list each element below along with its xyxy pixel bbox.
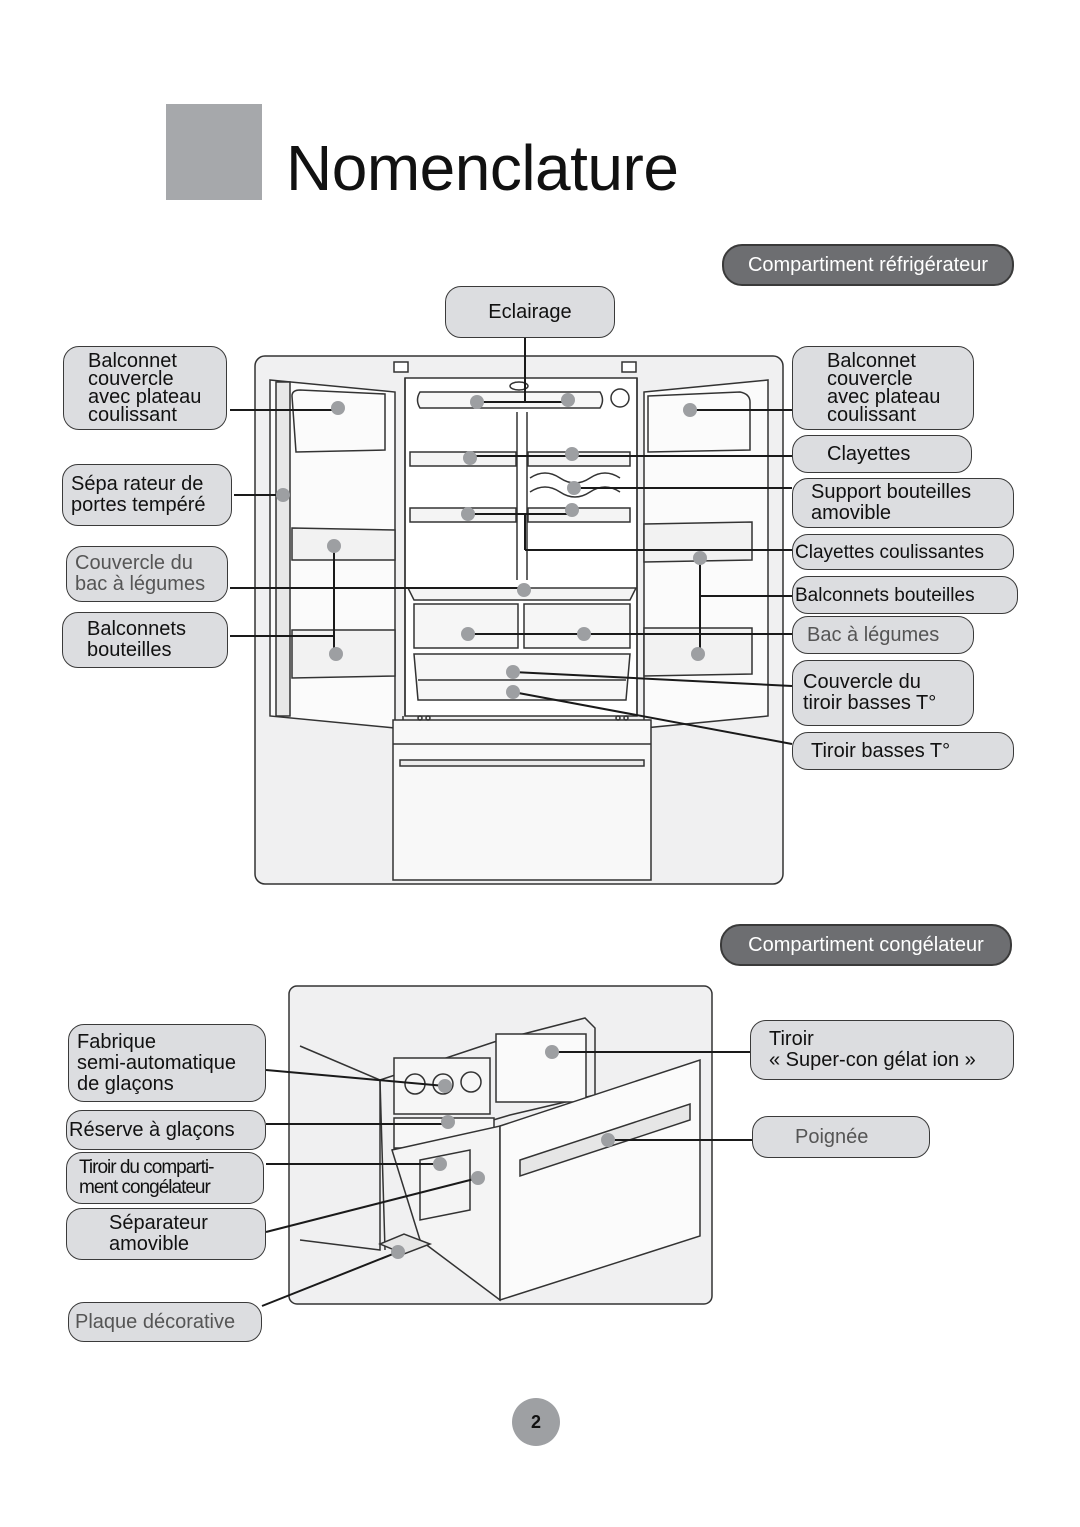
label-reserve-glacons: Réserve à glaçons [66, 1110, 266, 1150]
label-balconnets-left: Balconnets bouteilles [62, 612, 228, 668]
label-clayettes: Clayettes [792, 435, 972, 473]
label-poignee: Poignée [752, 1116, 930, 1158]
freezer-callout-dots [391, 1045, 615, 1259]
label-plaque-decorative: Plaque décorative [68, 1302, 262, 1342]
fridge-leader-lines [230, 338, 793, 745]
label-balconnet-left: Balconnet couvercle avec plateau couliss… [63, 346, 227, 430]
page-title: Nomenclature [286, 132, 679, 204]
label-tiroir-super: Tiroir « Super-con gélat ion » [750, 1020, 1014, 1080]
label-separateur: Sépa rateur de portes tempéré [62, 464, 232, 526]
label-couvercle-tiroir: Couvercle du tiroir basses T° [792, 660, 974, 726]
title-square-icon [166, 104, 262, 200]
label-fabrique-glacons: Fabrique semi-automatique de glaçons [68, 1024, 266, 1102]
fridge-illustration [254, 355, 784, 885]
section-freezer: Compartiment congélateur [720, 924, 1012, 966]
label-separateur-amovible: Séparateur amovible [66, 1208, 266, 1260]
freezer-leader-lines [261, 1051, 752, 1307]
label-clayettes-coulissantes: Clayettes coulissantes [792, 534, 1014, 570]
label-balconnets-right: Balconnets bouteilles [792, 576, 1018, 614]
section-fridge: Compartiment réfrigérateur [722, 244, 1014, 286]
label-support-bouteilles: Support bouteilles amovible [792, 478, 1014, 528]
label-bac-legumes: Bac à légumes [792, 616, 974, 654]
label-balconnet-right: Balconnet couvercle avec plateau couliss… [792, 346, 974, 430]
fridge-callout-dots [276, 393, 707, 699]
label-tiroir-basses: Tiroir basses T° [792, 732, 1014, 770]
freezer-illustration [288, 985, 713, 1305]
label-eclairage: Eclairage [445, 286, 615, 338]
page-number-badge: 2 [512, 1398, 560, 1446]
label-couvercle-bac: Couvercle du bac à légumes [66, 546, 228, 602]
label-tiroir-compartiment: Tiroir du comparti- ment congélateur [66, 1152, 264, 1204]
